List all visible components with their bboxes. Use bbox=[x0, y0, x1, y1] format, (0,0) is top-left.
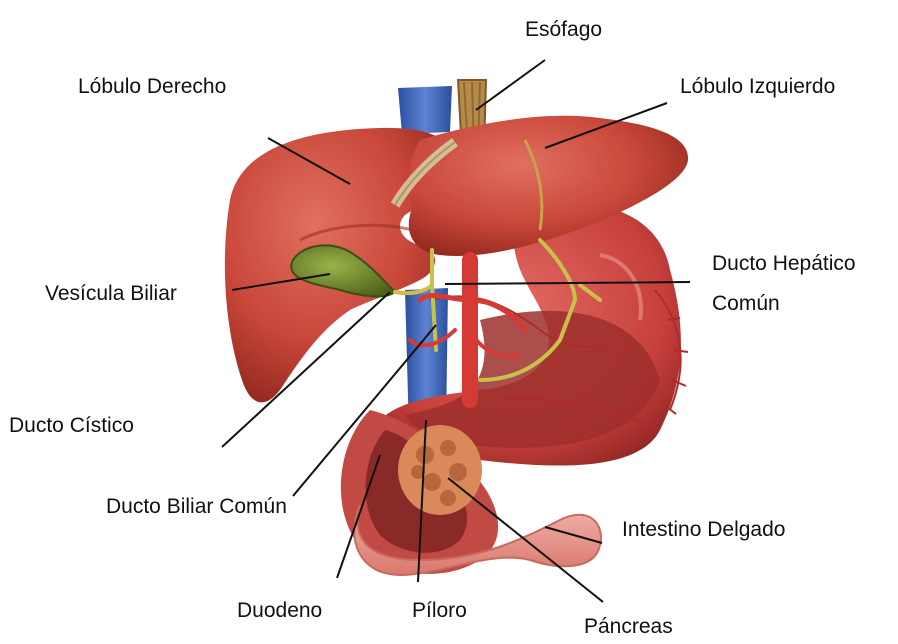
label-duodeno: Duodeno bbox=[237, 598, 322, 623]
label-piloro: Píloro bbox=[412, 598, 467, 623]
label-lobulo-derecho: Lóbulo Derecho bbox=[78, 74, 226, 99]
label-ducto-biliar-comun: Ducto Biliar Común bbox=[106, 494, 287, 519]
label-pancreas: Páncreas bbox=[584, 614, 673, 639]
pancreas-shape bbox=[398, 425, 482, 515]
label-lobulo-izquierdo: Lóbulo Izquierdo bbox=[680, 74, 835, 99]
label-ducto-cistico: Ducto Cístico bbox=[9, 413, 134, 438]
label-esofago: Esófago bbox=[525, 17, 602, 42]
label-ducto-hepatico-1: Ducto Hepático bbox=[712, 251, 856, 276]
label-intestino-delgado: Intestino Delgado bbox=[622, 517, 785, 542]
label-ducto-hepatico-2: Común bbox=[712, 291, 780, 316]
label-vesicula-biliar: Vesícula Biliar bbox=[45, 281, 177, 306]
